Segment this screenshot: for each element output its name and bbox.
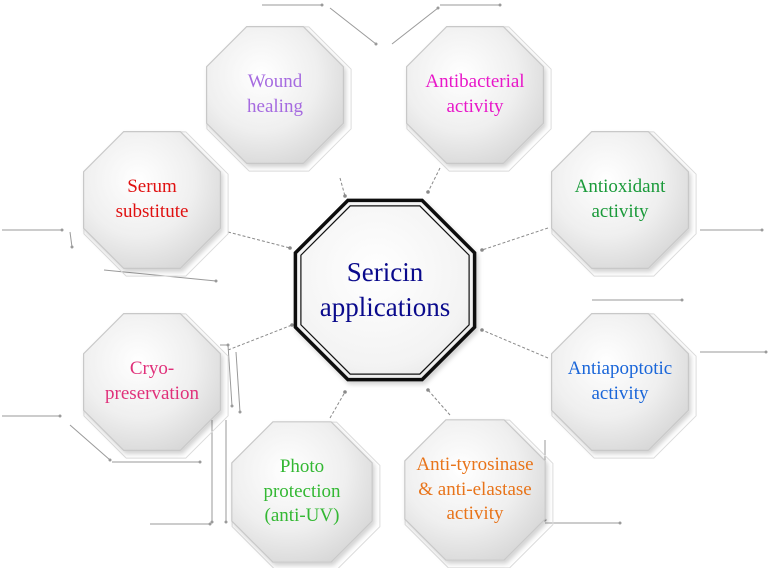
connector-anti-tyrosinase-anti-elastase-activity: [427, 389, 451, 416]
decor-dot: [60, 228, 64, 232]
octagon-fill: [550, 313, 690, 451]
connector-dot: [480, 248, 484, 252]
decor-line: [329, 7, 377, 45]
connector-dot: [480, 328, 484, 332]
octagon-fill: [231, 421, 373, 563]
label-anti-tyrosinase-anti-elastase-activity: Anti-tyrosinase & anti-elastase activity: [416, 453, 534, 525]
octagon-fill: [550, 131, 690, 269]
label-photo-protection: Photo protection (anti-UV): [263, 455, 341, 527]
octagon-fill: [82, 313, 221, 451]
connector-dot: [288, 246, 292, 250]
octagon-cryo-preservation: [82, 313, 229, 459]
octagon-serum-substitute: [82, 131, 229, 277]
connector-antioxidant-activity: [481, 227, 549, 251]
octagon-anti-tyrosinase-anti-elastase-activity: [404, 419, 554, 568]
decor-dot: [374, 42, 378, 46]
connector-dot: [426, 190, 430, 194]
octagon-fill: [82, 131, 221, 269]
label-antibacterial-activity: Antibacterial activity: [425, 71, 525, 117]
octagon-fill: [404, 419, 546, 561]
octagon-shapes: [82, 26, 697, 568]
decor-line: [227, 344, 233, 407]
octagon-antiapoptotic-activity: [550, 313, 697, 459]
center-octagon-outer: [293, 198, 477, 382]
connector-dot: [343, 194, 347, 198]
decor-dot: [230, 404, 234, 408]
label-antiapoptotic-activity: Antiapoptotic activity: [567, 358, 673, 404]
label-wound-healing: Wound healing: [247, 71, 303, 117]
connector-lines: [227, 167, 549, 419]
decor-line: [235, 351, 241, 413]
label-antioxidant-activity: Antioxidant activity: [574, 176, 666, 222]
decor-dot: [618, 521, 622, 525]
decor-dot: [238, 410, 242, 414]
label-serum-substitute: Serum substitute: [115, 176, 189, 222]
decor-dot: [764, 350, 768, 354]
octagon-photo-protection: [231, 421, 381, 568]
octagon-antibacterial-activity: [406, 26, 552, 172]
decor-line: [69, 231, 73, 248]
decorative-lines: [2, 3, 768, 526]
connector-antibacterial-activity: [427, 167, 441, 193]
connector-antiapoptotic-activity: [481, 329, 549, 359]
connector-dot: [426, 388, 430, 392]
decor-dot: [224, 520, 228, 524]
octagon-antioxidant-activity: [550, 131, 697, 277]
decor-dot: [70, 245, 74, 249]
decor-dot: [210, 520, 214, 524]
label-cryo-preservation: Cryo- preservation: [105, 358, 199, 404]
decor-dot: [208, 522, 212, 526]
decor-dot: [198, 460, 202, 464]
decor-dot: [214, 279, 218, 283]
octagon-wound-healing: [206, 26, 352, 172]
decor-dot: [108, 458, 112, 462]
center-label: Sericin applications: [319, 256, 451, 322]
decor-dot: [760, 228, 764, 232]
decor-line: [69, 424, 111, 461]
center-octagon-inner: [300, 205, 470, 375]
connector-photo-protection: [329, 391, 346, 419]
connector-serum-substitute: [227, 231, 291, 249]
decor-dot: [58, 414, 62, 418]
decor-line: [391, 7, 439, 45]
decor-dot: [498, 3, 502, 7]
connector-cryo-preservation: [227, 324, 293, 351]
decor-dot: [320, 3, 324, 7]
decor-line: [103, 269, 217, 282]
octagon-fill: [406, 26, 545, 164]
decor-dot: [436, 6, 440, 10]
octagon-fill: [206, 26, 344, 164]
connector-dot: [290, 323, 294, 327]
decor-dot: [680, 298, 684, 302]
connector-dot: [343, 390, 347, 394]
center-octagon: [293, 198, 477, 382]
connector-wound-healing: [339, 177, 346, 197]
